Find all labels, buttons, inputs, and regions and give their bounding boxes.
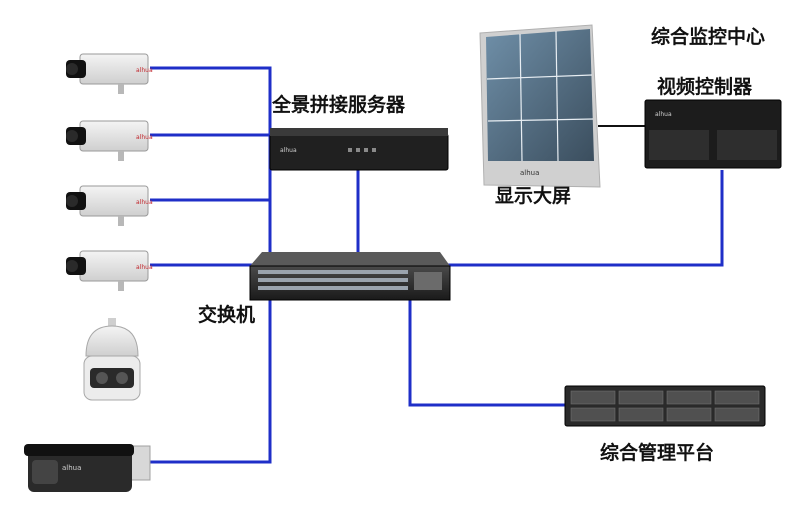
svg-text:alhua: alhua — [136, 264, 153, 271]
monitoring-center-label: 综合监控中心 — [651, 26, 766, 48]
display-wall-label: 显示大屏 — [495, 185, 572, 207]
storage-server — [564, 385, 766, 427]
box-camera-4: alhua — [66, 250, 153, 291]
link-camera-1 — [150, 66, 272, 270]
svg-text:alhua: alhua — [136, 134, 153, 141]
svg-text:alhua: alhua — [520, 169, 539, 177]
link-bullet-camera — [150, 298, 272, 464]
bullet-camera: alhua — [24, 444, 151, 492]
svg-text:alhua: alhua — [655, 111, 672, 118]
video-controller: alhua — [644, 99, 782, 169]
svg-text:alhua: alhua — [136, 67, 153, 74]
switch-label: 交换机 — [198, 304, 256, 326]
link-video-controller — [442, 170, 724, 267]
network-switch — [249, 252, 451, 301]
box-camera-3: alhua — [66, 185, 153, 226]
box-camera-2: alhua — [66, 120, 153, 161]
video-controller-label: 视频控制器 — [657, 76, 753, 98]
link-management-platform — [408, 298, 565, 407]
box-camera-1: alhua — [66, 53, 153, 94]
management-platform-label: 综合管理平台 — [600, 442, 715, 464]
video-wall: alhua — [479, 24, 601, 188]
svg-text:alhua: alhua — [62, 464, 81, 472]
connection-lines — [150, 66, 724, 464]
svg-text:alhua: alhua — [280, 147, 297, 154]
dome-camera — [83, 318, 141, 401]
svg-text:alhua: alhua — [136, 199, 153, 206]
panorama-server-label: 全景拼接服务器 — [272, 94, 406, 116]
rack-server: alhua — [269, 128, 449, 171]
